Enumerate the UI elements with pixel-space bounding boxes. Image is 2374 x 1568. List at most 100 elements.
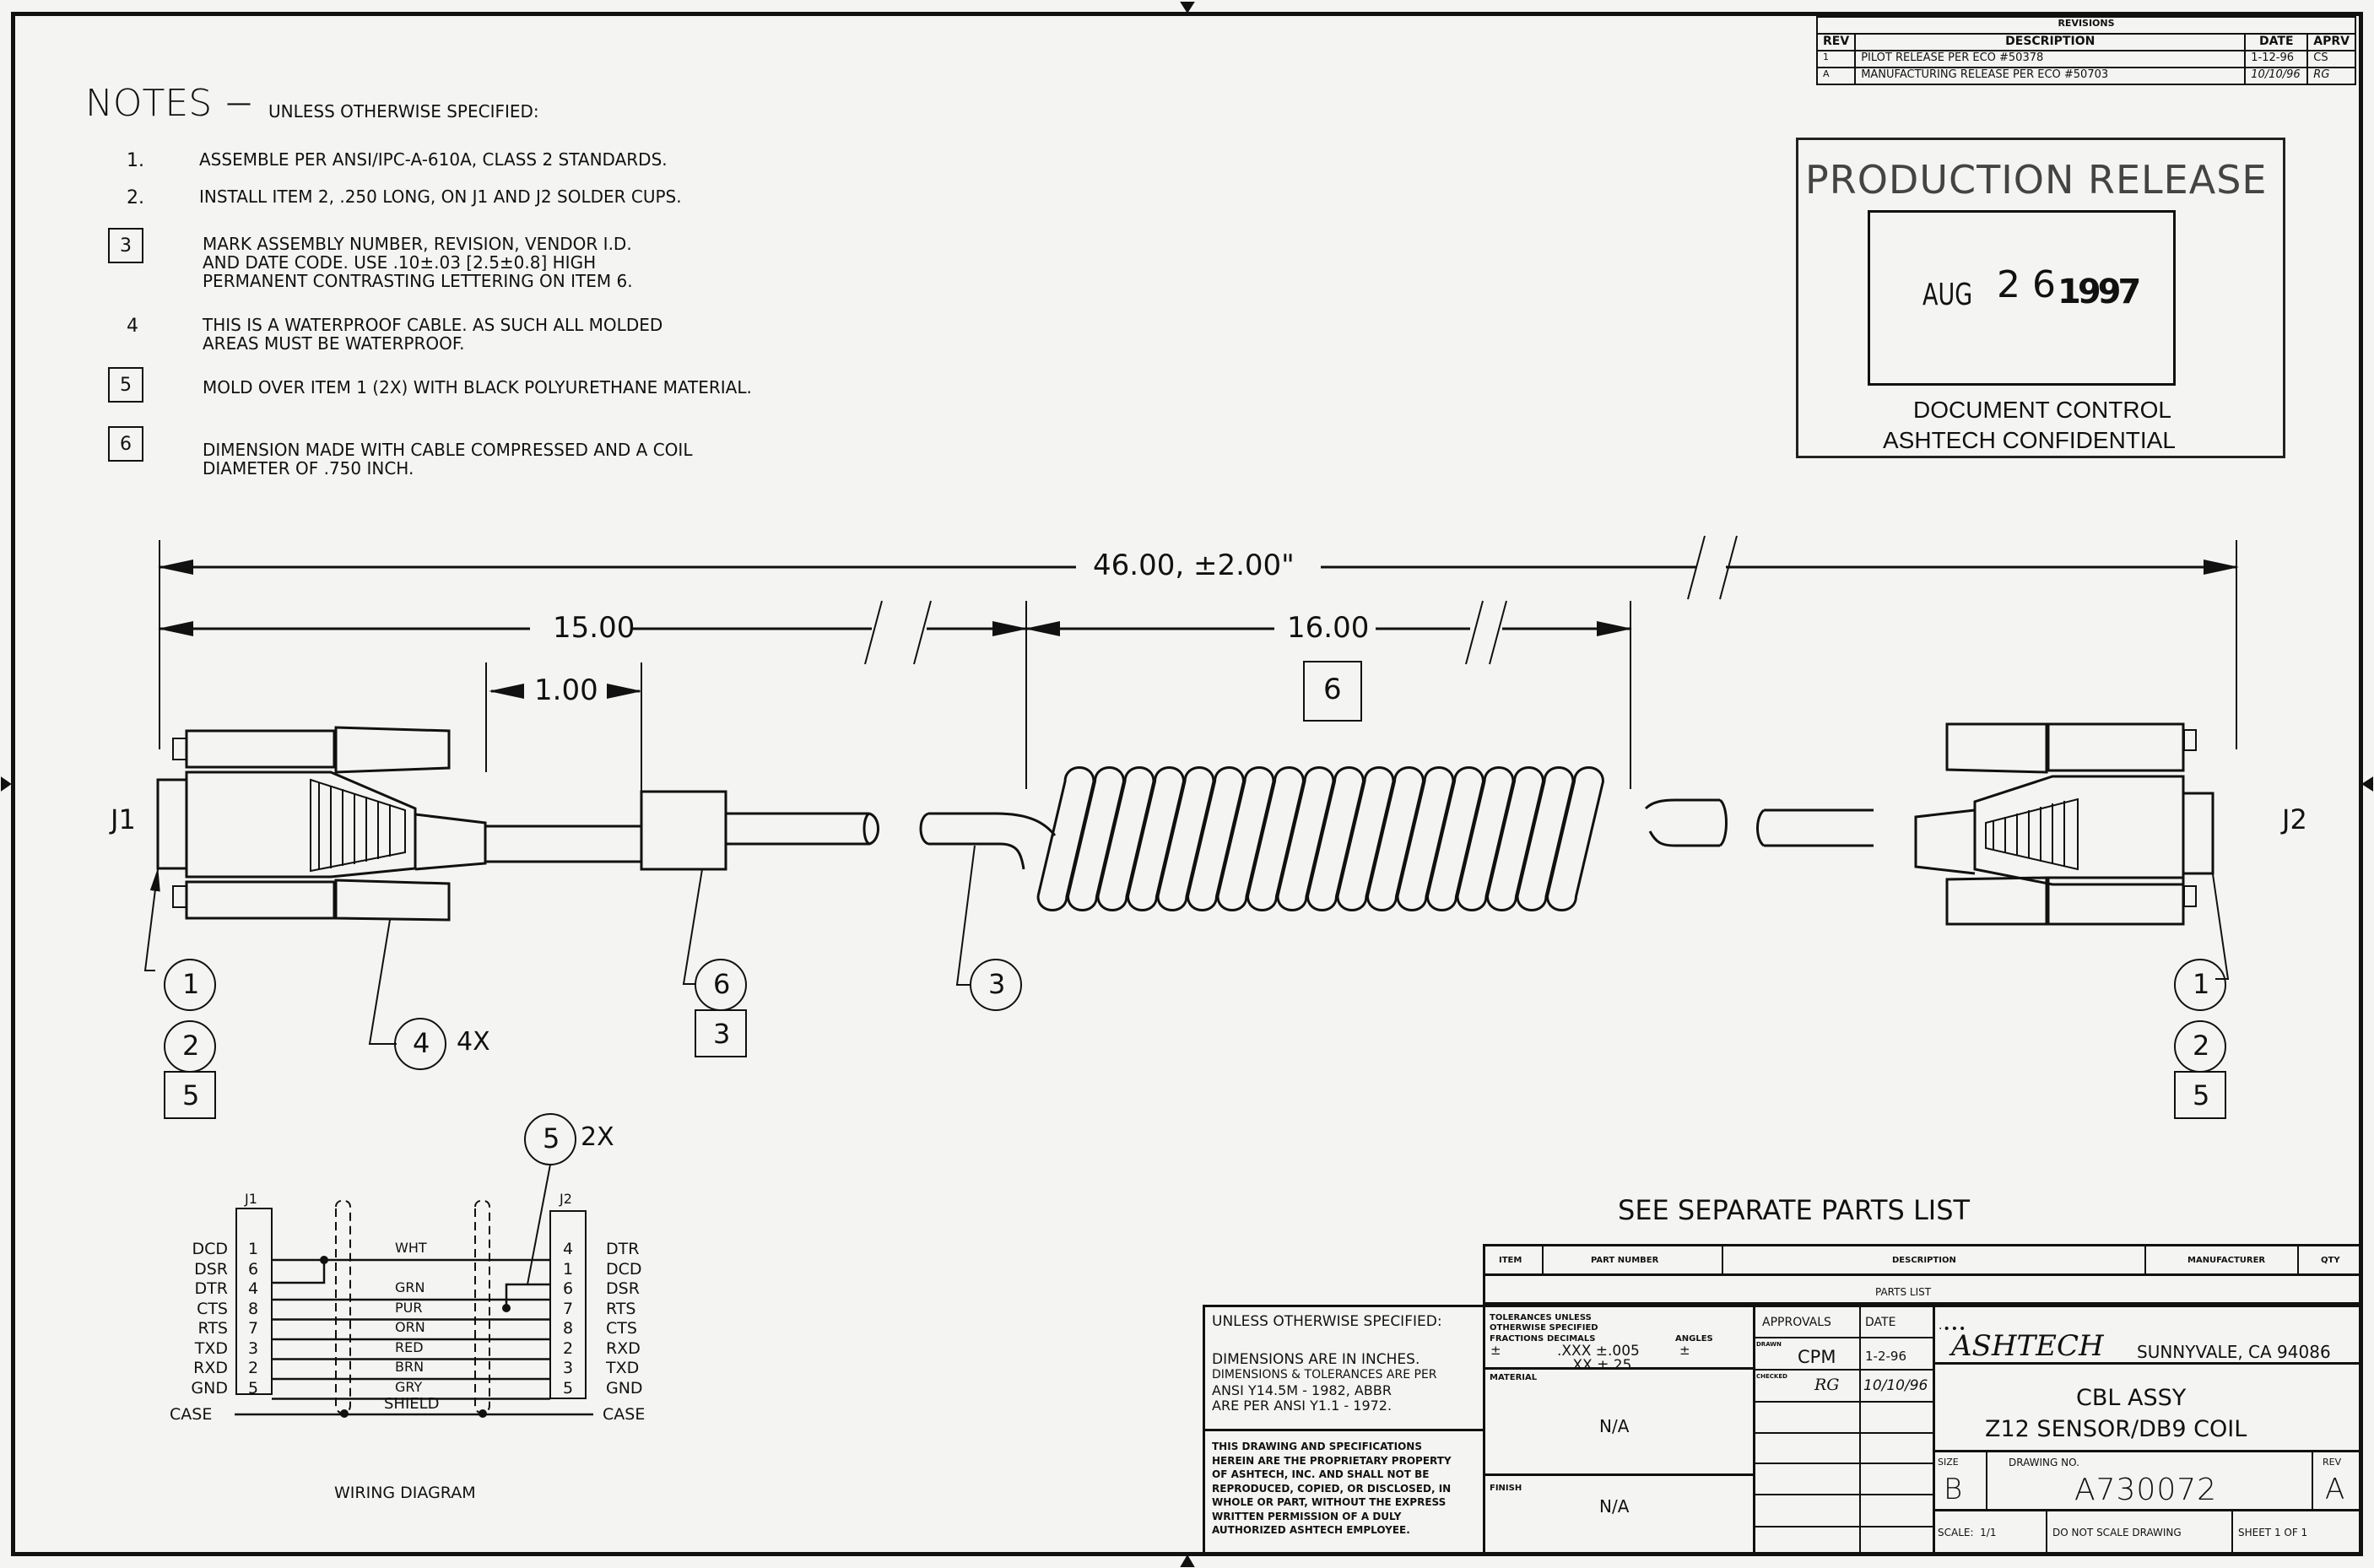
wiring-j1-label: J1 [245, 1191, 257, 1207]
j2-signal-label: DSR [606, 1279, 640, 1298]
sleeve-length-label: 1.00 [534, 673, 598, 707]
material-value: N/A [1599, 1416, 1630, 1436]
balloon-qty: 4X [457, 1027, 490, 1057]
note-flag-box: 5 [108, 367, 143, 403]
j2-pin-number: 6 [563, 1279, 574, 1298]
size-value: B [1944, 1473, 1963, 1506]
divider [1933, 1450, 2363, 1452]
date-cell: 10/10/96 [2244, 67, 2309, 85]
tolerance-fractions: FRACTIONS [1490, 1334, 1544, 1344]
aprv-cell: CS [2306, 50, 2356, 68]
balloon-flag-number: 5 [2193, 1079, 2210, 1111]
description-cell: PILOT RELEASE PER ECO #50378 [1854, 50, 2247, 68]
balloon-number: 1 [182, 968, 200, 1000]
date-cell: 1-12-96 [2244, 50, 2309, 68]
tolerance-angles-value: ± [1679, 1343, 1690, 1358]
divider [1483, 1305, 1485, 1556]
balloon-number: 5 [543, 1122, 560, 1154]
divider [2231, 1509, 2233, 1556]
divider [1483, 1367, 1754, 1370]
notes-subtitle: UNLESS OTHERWISE SPECIFIED: [268, 101, 539, 122]
note-flag-box: 3 [108, 228, 143, 263]
note-text: INSTALL ITEM 2, .250 LONG, ON J1 AND J2 … [199, 187, 682, 207]
notes-title: NOTES [85, 82, 213, 125]
j2-label: J2 [2282, 803, 2307, 835]
rev-value: A [2325, 1473, 2345, 1506]
dims-line2: DIMENSIONS & TOLERANCES ARE PER [1212, 1368, 1437, 1381]
note-number: 1. [127, 150, 144, 171]
case-right-label: CASE [603, 1405, 646, 1424]
balloon-qty: 2X [581, 1122, 614, 1152]
j1-signal-label: RTS [197, 1319, 229, 1338]
rev-cell: A [1815, 67, 1857, 85]
tolerance-title2: OTHERWISE SPECIFIED [1490, 1323, 1598, 1333]
divider [1753, 1401, 1934, 1403]
parts-header-part-number: PART NUMBER [1591, 1256, 1659, 1265]
note-number: 5 [120, 374, 132, 396]
note-number: 6 [120, 433, 132, 455]
finish-value: N/A [1599, 1496, 1630, 1517]
dims-line4: ARE PER ANSI Y1.1 - 1972. [1212, 1398, 1392, 1414]
drawn-label: DRAWN [1756, 1341, 1782, 1348]
j2-signal-label: RTS [606, 1299, 636, 1318]
do-not-scale: DO NOT SCALE DRAWING [2052, 1527, 2182, 1538]
description-header: DESCRIPTION [1854, 33, 2247, 51]
scale-value: SCALE: 1/1 [1938, 1527, 1997, 1538]
drawing-no-label: DRAWING NO. [2009, 1457, 2079, 1468]
notes-dash: — [226, 89, 251, 118]
j2-pin-number: 1 [563, 1259, 574, 1279]
j1-pin-number: 6 [248, 1259, 259, 1279]
revision-table: REVISIONS REV DESCRIPTION DATE APRV 1 PI… [1815, 16, 2356, 85]
divider [1753, 1369, 1934, 1371]
balloon-number: 3 [988, 968, 1006, 1000]
divider [1933, 1305, 1935, 1556]
balloon-flag-number: 3 [713, 1018, 731, 1050]
j2-pin-number: 4 [563, 1240, 574, 1258]
tolerance-xx: .XX ±.25 [1568, 1357, 1632, 1374]
tolerance-angles: ANGLES [1675, 1334, 1713, 1344]
balloon-number: 6 [713, 968, 731, 1000]
balloon-flag-number: 5 [182, 1079, 200, 1111]
wiring-j2-label: J2 [560, 1191, 572, 1207]
divider [1753, 1494, 1934, 1495]
aprv-cell: RG [2306, 67, 2356, 85]
approvals-header: APPROVALS [1762, 1316, 1831, 1329]
wire-color-label: RED [395, 1338, 424, 1355]
divider [1753, 1463, 1934, 1464]
j1-pin-number: 4 [248, 1279, 259, 1298]
j2-pin-number: 3 [563, 1359, 574, 1377]
note-number: 4 [127, 316, 138, 337]
company-location: SUNNYVALE, CA 94086 [2137, 1342, 2331, 1362]
size-label: SIZE [1938, 1457, 1959, 1468]
j2-pin-number: 2 [563, 1338, 574, 1358]
j1-pin-number: 7 [248, 1319, 259, 1338]
rev-cell: 1 [1815, 50, 1857, 68]
center-mark [1, 776, 12, 792]
j2-pin-number: 8 [563, 1319, 574, 1338]
unless-specified: UNLESS OTHERWISE SPECIFIED: [1212, 1313, 1442, 1330]
stamp-title: PRODUCTION RELEASE [1805, 157, 2268, 203]
j1-signal-label: DTR [194, 1279, 228, 1298]
center-mark [1180, 2, 1195, 14]
drawn-date: 1-2-96 [1865, 1349, 1906, 1364]
balloon-number: 2 [2193, 1030, 2210, 1062]
j1-signal-label: RXD [193, 1359, 228, 1377]
company-name: ASHTECH [1951, 1329, 2104, 1363]
note-flag-box: 6 [108, 426, 143, 462]
parts-header-qty: QTY [2321, 1256, 2340, 1265]
company-logo-dots: ·••• [1939, 1322, 1967, 1336]
note-text: DIMENSION MADE WITH CABLE COMPRESSED AND… [203, 440, 693, 479]
aprv-header: APRV [2306, 33, 2356, 51]
note-text: ASSEMBLE PER ANSI/IPC-A-610A, CLASS 2 ST… [199, 149, 668, 170]
stamp-date-box: AUG 2 6 1997 [1868, 210, 2176, 386]
balloon-number: 1 [2193, 968, 2210, 1000]
parts-header-manufacturer: MANUFACTURER [2187, 1256, 2266, 1265]
wire-color-label: ORN [395, 1319, 425, 1335]
checked-date: 10/10/96 [1863, 1377, 1928, 1394]
divider [2297, 1244, 2299, 1276]
shield-label: SHIELD [384, 1395, 440, 1413]
divider [1753, 1526, 1934, 1527]
parts-list-note: SEE SEPARATE PARTS LIST [1618, 1194, 1971, 1226]
parts-list-header-row [1483, 1244, 2363, 1276]
divider [1753, 1432, 1934, 1434]
